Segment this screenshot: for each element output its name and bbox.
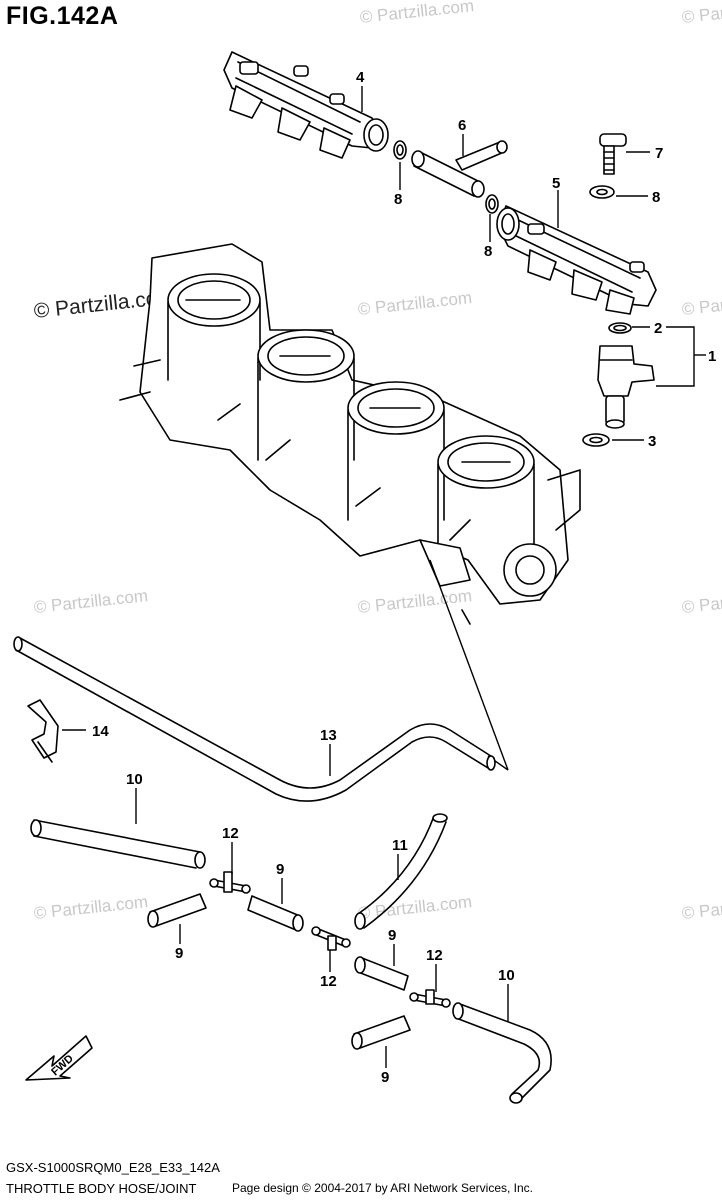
- callout-label: 1: [708, 348, 716, 365]
- hose-short-b-drawing[interactable]: [247, 895, 304, 932]
- o-ring-joint-right-drawing[interactable]: [485, 194, 499, 214]
- vacuum-hose-drawing[interactable]: [13, 636, 496, 802]
- figure-title: FIG.142A: [6, 2, 119, 30]
- callout-label: 8: [652, 189, 660, 206]
- callout-label: 10: [126, 771, 143, 788]
- o-ring-lower-drawing[interactable]: [582, 433, 610, 447]
- fuel-delivery-pipe-left-drawing[interactable]: [223, 51, 389, 159]
- hose-short-a-drawing[interactable]: [147, 893, 207, 928]
- hose-long-left-drawing[interactable]: [30, 819, 206, 869]
- callout-label: 7: [655, 145, 663, 162]
- hose-short-d-drawing[interactable]: [351, 1015, 411, 1050]
- callout-label: 13: [320, 727, 337, 744]
- throttle-body-drawing: [119, 243, 581, 625]
- hose-long-right-drawing[interactable]: [452, 1002, 552, 1104]
- callout-label: 8: [394, 191, 402, 208]
- callout-label: 14: [92, 723, 109, 740]
- joint-t-left-drawing[interactable]: [209, 871, 251, 894]
- callout-label: 10: [498, 967, 515, 984]
- callout-label: 3: [648, 433, 656, 450]
- callout-label: 9: [276, 861, 284, 878]
- o-ring-upper-drawing[interactable]: [608, 322, 632, 334]
- fuel-delivery-pipe-right-drawing[interactable]: [496, 205, 657, 315]
- hose-short-c-drawing[interactable]: [354, 956, 409, 991]
- callout-label: 4: [356, 69, 365, 86]
- callout-label: 9: [381, 1069, 389, 1086]
- washer-drawing[interactable]: [589, 185, 615, 199]
- callout-label: 12: [426, 947, 443, 964]
- callout-label: 2: [654, 320, 662, 337]
- callout-label: 12: [320, 973, 337, 990]
- hose-curved-drawing[interactable]: [354, 813, 448, 930]
- callout-label: 6: [458, 117, 466, 134]
- callout-label: 8: [484, 243, 492, 260]
- copyright-credit: Page design © 2004-2017 by ARI Network S…: [232, 1181, 534, 1195]
- joint-t-right-drawing[interactable]: [409, 989, 451, 1008]
- callout-label: 11: [392, 837, 408, 854]
- pipe-joint-drawing[interactable]: [411, 140, 508, 198]
- fuel-injector-drawing[interactable]: [597, 345, 655, 429]
- callout-label: 5: [552, 175, 560, 192]
- section-name: THROTTLE BODY HOSE/JOINT: [6, 1181, 197, 1196]
- leader-lines: [62, 86, 706, 1068]
- joint-t-center-drawing[interactable]: [311, 926, 351, 951]
- forward-direction-arrow: FWD: [25, 1035, 93, 1081]
- callout-label: 9: [175, 945, 183, 962]
- o-ring-joint-left-drawing[interactable]: [393, 140, 407, 160]
- bolt-drawing[interactable]: [599, 133, 627, 175]
- callout-label: 12: [222, 825, 239, 842]
- callout-label: 9: [388, 927, 396, 944]
- clamp-drawing[interactable]: [27, 699, 59, 763]
- detail-leader-line: [429, 559, 509, 771]
- model-code: GSX-S1000SRQM0_E28_E33_142A: [6, 1160, 220, 1175]
- callout-labels: 4 6 7 8 5 8 8 2 1 3 14 13 10 12 11 9 9 9…: [92, 69, 716, 1086]
